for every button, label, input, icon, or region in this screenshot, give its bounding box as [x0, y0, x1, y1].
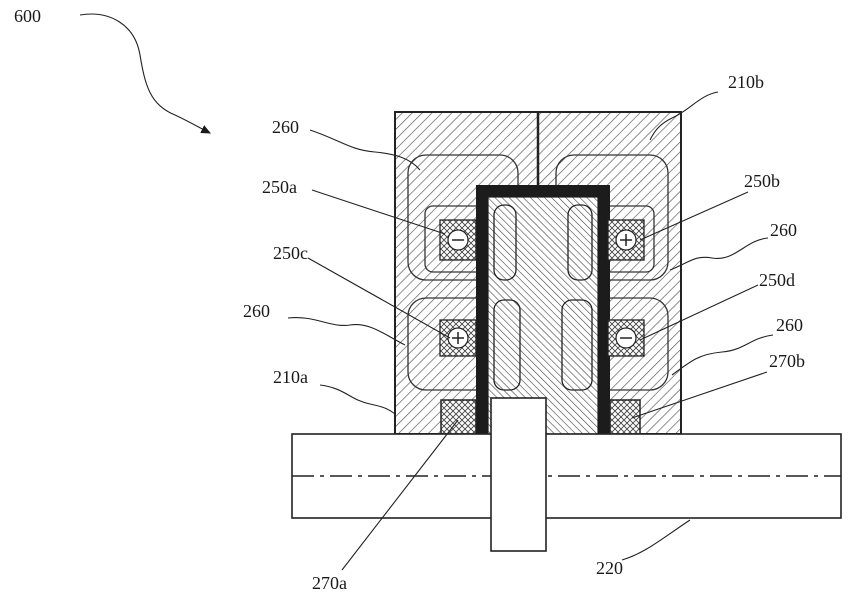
shaft-assembly	[291, 397, 842, 552]
leader-lines	[287, 91, 774, 571]
sleeve-left-wall	[476, 185, 488, 435]
reference-labels: 210b 260 250a 250b 260 250c 250d 260 260…	[243, 72, 805, 593]
figure-number-label: 600	[14, 6, 41, 26]
label-260-left-lower: 260	[243, 301, 270, 321]
label-250b: 250b	[744, 171, 780, 191]
label-250c: 250c	[273, 243, 308, 263]
coil-250b	[607, 219, 645, 261]
label-270a: 270a	[312, 573, 347, 593]
inner-assembly	[476, 185, 610, 435]
sleeve-top	[476, 185, 610, 197]
label-250d: 250d	[759, 270, 795, 290]
label-260-upper-left: 260	[272, 117, 299, 137]
label-270b: 270b	[769, 351, 805, 371]
core-slot-lower-left	[493, 299, 521, 391]
coil-250d	[607, 319, 645, 357]
coils	[439, 219, 645, 357]
core-slot-upper-right	[567, 204, 593, 281]
label-250a: 250a	[262, 177, 297, 197]
sleeve-right-wall	[598, 185, 610, 435]
label-260-right-upper: 260	[770, 220, 797, 240]
figure-number-arrow	[79, 13, 211, 134]
coil-250a	[439, 219, 477, 261]
label-260-right-lower: 260	[776, 315, 803, 335]
core-slot-lower-right	[561, 299, 593, 391]
label-210a: 210a	[273, 367, 308, 387]
figure-number-group: 600	[14, 6, 211, 134]
label-210b: 210b	[728, 72, 764, 92]
bearing-270a	[440, 399, 477, 435]
coil-250c	[439, 319, 477, 357]
label-220: 220	[596, 558, 623, 578]
rotor-stem	[490, 397, 547, 552]
core-slot-upper-left	[493, 204, 517, 281]
